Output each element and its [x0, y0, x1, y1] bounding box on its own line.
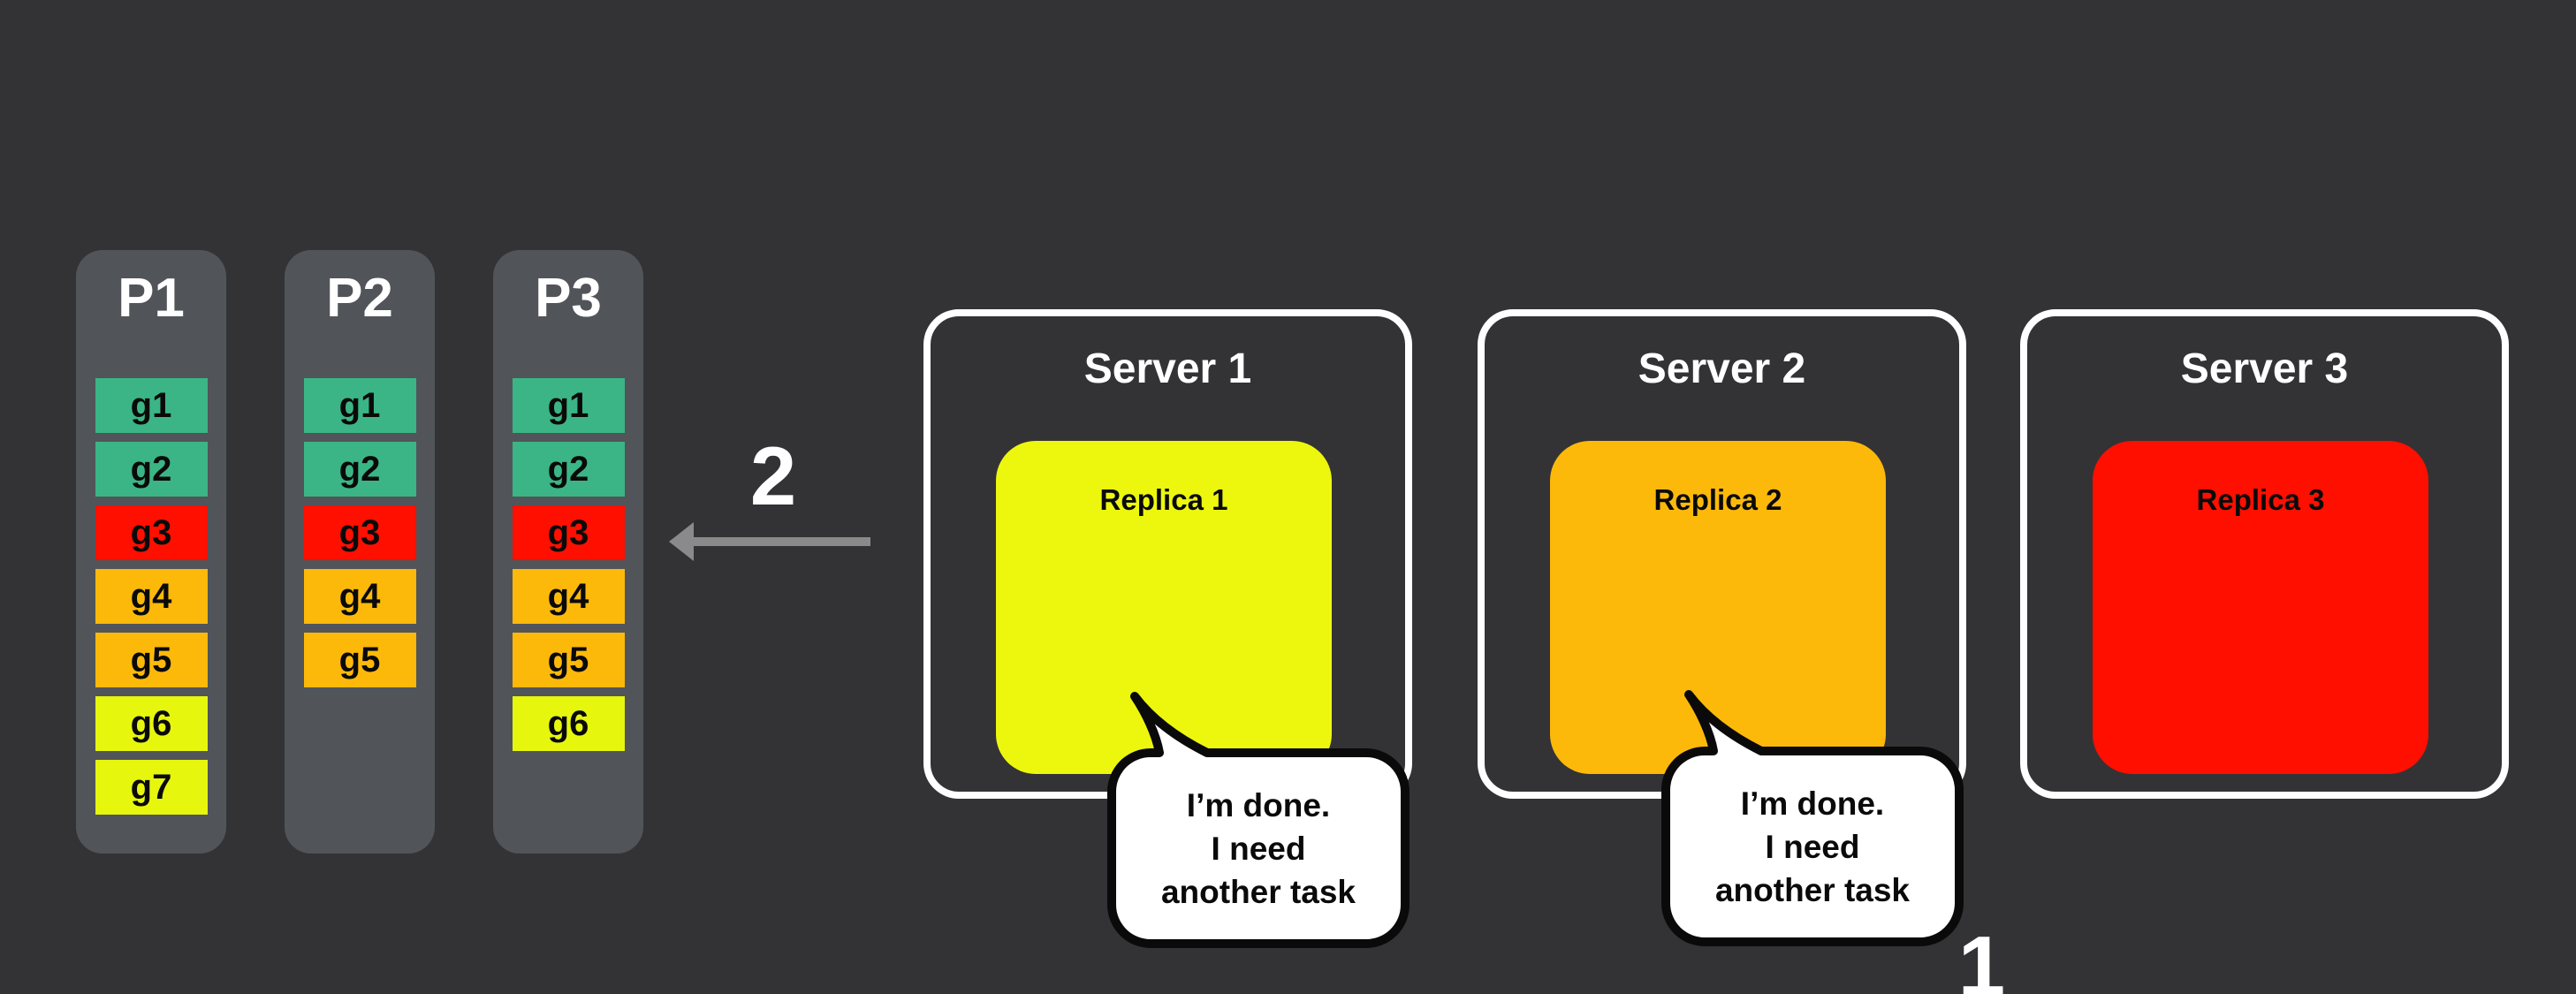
speech-bubble-2-text: I’m done. I need another task	[1666, 751, 1959, 942]
task-p1-g5: g5	[95, 633, 208, 687]
partition-p2-tasks: g1 g2 g3 g4 g5	[285, 378, 435, 696]
replica-2-label: Replica 2	[1653, 483, 1782, 516]
left-arrow-head-icon	[669, 522, 694, 561]
task-p3-g6: g6	[512, 696, 625, 751]
speech-bubble-1-text: I’m done. I need another task	[1112, 753, 1405, 944]
partition-p3: P3 g1 g2 g3 g4 g5 g6	[493, 250, 643, 854]
server-3-label: Server 3	[2180, 345, 2349, 392]
bubble-1-line-3: another task	[1160, 873, 1356, 910]
partition-p1-tasks: g1 g2 g3 g4 g5 g6 g7	[76, 378, 226, 823]
bubble-1-line-1: I’m done.	[1186, 786, 1331, 823]
speech-bubble-1-shape	[1107, 692, 1410, 948]
bubble-2-line-3: another task	[1714, 871, 1910, 908]
task-p1-g6: g6	[95, 696, 208, 751]
partition-p1-label: P1	[118, 268, 185, 329]
task-p1-g2: g2	[95, 442, 208, 497]
step-1-number: 1	[1957, 919, 2006, 994]
replica-3-label: Replica 3	[2196, 483, 2325, 516]
partition-p3-tasks: g1 g2 g3 g4 g5 g6	[493, 378, 643, 760]
task-p1-g7: g7	[95, 760, 208, 815]
task-p2-g3: g3	[303, 505, 416, 560]
bubble-2-line-2: I need	[1765, 828, 1860, 865]
task-p2-g1: g1	[303, 378, 416, 433]
task-p1-g4: g4	[95, 569, 208, 624]
task-p1-g3: g3	[95, 505, 208, 560]
server-1-box: Server 1 Replica 1	[923, 309, 1412, 799]
replica-1-label: Replica 1	[1099, 483, 1228, 516]
task-p2-g2: g2	[303, 442, 416, 497]
task-p3-g4: g4	[512, 569, 625, 624]
task-p3-g2: g2	[512, 442, 625, 497]
replica-3-box: Replica 3	[2093, 441, 2428, 774]
task-p2-g5: g5	[303, 633, 416, 687]
task-p3-g1: g1	[512, 378, 625, 433]
task-p3-g5: g5	[512, 633, 625, 687]
replica-1-box: Replica 1	[996, 441, 1332, 774]
partition-p2: P2 g1 g2 g3 g4 g5	[285, 250, 435, 854]
server-2-label: Server 2	[1638, 345, 1806, 392]
partition-p3-label: P3	[535, 268, 602, 329]
server-3-box: Server 3 Replica 3	[2020, 309, 2509, 799]
task-p1-g1: g1	[95, 378, 208, 433]
left-arrow-line	[691, 537, 870, 546]
server-1-label: Server 1	[1083, 345, 1252, 392]
task-p3-g3: g3	[512, 505, 625, 560]
bubble-1-line-2: I need	[1211, 830, 1306, 867]
partition-p1: P1 g1 g2 g3 g4 g5 g6 g7	[76, 250, 226, 854]
task-p2-g4: g4	[303, 569, 416, 624]
partition-p2-label: P2	[326, 268, 393, 329]
bubble-2-line-1: I’m done.	[1740, 785, 1885, 822]
speech-bubble-2-shape	[1661, 690, 1964, 946]
step-2-number: 2	[749, 429, 797, 522]
